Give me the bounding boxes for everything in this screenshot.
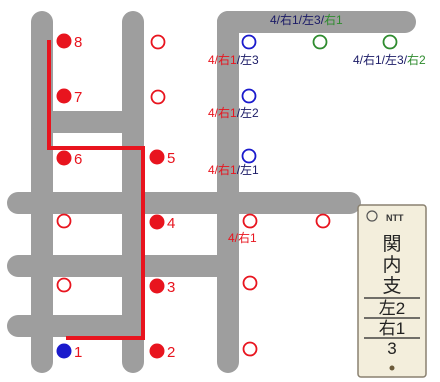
branch-label-right1: 4/右1 xyxy=(228,230,257,245)
pole-5: 5 xyxy=(149,149,175,167)
pole-4: 4 xyxy=(149,214,175,232)
plate-line-3: 支 xyxy=(382,275,401,297)
pole-2: 2 xyxy=(149,343,175,361)
pole-marker-blue xyxy=(241,88,257,104)
pole-2-label: 2 xyxy=(167,344,175,361)
pole-marker xyxy=(315,213,331,229)
blue-hollow-poles xyxy=(241,34,257,164)
pole-8-label: 8 xyxy=(74,34,82,51)
pole-marker xyxy=(150,89,166,105)
plate-line-1: 関 xyxy=(382,234,401,255)
hollow-poles xyxy=(56,34,331,357)
branch-label-left1: 4/右1/左1 xyxy=(208,162,259,177)
branch-label-left3: 4/右1/左3 xyxy=(208,52,259,67)
pole-marker xyxy=(242,341,258,357)
pole-marker xyxy=(242,275,258,291)
pole-marker xyxy=(150,34,166,50)
plate-bolt-top-icon xyxy=(366,210,378,222)
pole-marker xyxy=(56,213,72,229)
plate-bolt-bottom-icon xyxy=(389,365,395,371)
pole-marker-green xyxy=(312,34,328,50)
pole-4-label: 4 xyxy=(167,215,175,232)
pole-5-label: 5 xyxy=(167,150,175,167)
pole-4-marker xyxy=(149,214,165,230)
branch-label-left2: 4/右1/左2 xyxy=(208,105,259,120)
pole-7: 7 xyxy=(56,88,82,106)
plate-background xyxy=(357,204,427,378)
cable-route-line xyxy=(47,40,145,340)
pole-id-plate: NTT 関 内 支 左2 右1 3 xyxy=(357,204,427,378)
pole-marker-green xyxy=(382,34,398,50)
plate-ntt-logo: NTT xyxy=(386,213,404,223)
pole-6-marker xyxy=(56,150,72,166)
pole-marker-blue xyxy=(241,34,257,50)
pole-3-marker xyxy=(149,278,165,294)
pole-1: 1 xyxy=(56,343,82,361)
pole-marker-blue xyxy=(241,148,257,164)
numbered-poles: 1 2 3 4 5 6 7 8 xyxy=(56,33,175,361)
plate-line-6: 3 xyxy=(387,339,396,358)
branch-labels: 4/右1/左3/右1 4/右1/左3 4/右1/左2 4/右1/左1 4/右1 … xyxy=(208,12,426,245)
pole-3: 3 xyxy=(149,278,175,296)
plate-line-5: 右1 xyxy=(379,319,405,338)
pole-7-marker xyxy=(56,88,72,104)
pole-5-marker xyxy=(149,149,165,165)
pole-1-label: 1 xyxy=(74,344,82,361)
branch-label-top: 4/右1/左3/右1 xyxy=(270,12,343,27)
pole-marker xyxy=(56,277,72,293)
plate-line-4: 左2 xyxy=(379,299,405,318)
pole-6-label: 6 xyxy=(74,151,82,168)
plate-line-2: 内 xyxy=(382,254,401,276)
road-network xyxy=(7,11,416,373)
pole-6: 6 xyxy=(56,150,82,168)
pole-1-marker xyxy=(56,343,72,359)
pole-8: 8 xyxy=(56,33,82,51)
pole-marker xyxy=(242,213,258,229)
pole-8-marker xyxy=(56,33,72,49)
pole-7-label: 7 xyxy=(74,89,82,106)
branch-label-right2: 4/右1/左3/右2 xyxy=(353,52,426,67)
pole-2-marker xyxy=(149,343,165,359)
green-hollow-poles xyxy=(312,34,398,50)
pole-3-label: 3 xyxy=(167,279,175,296)
